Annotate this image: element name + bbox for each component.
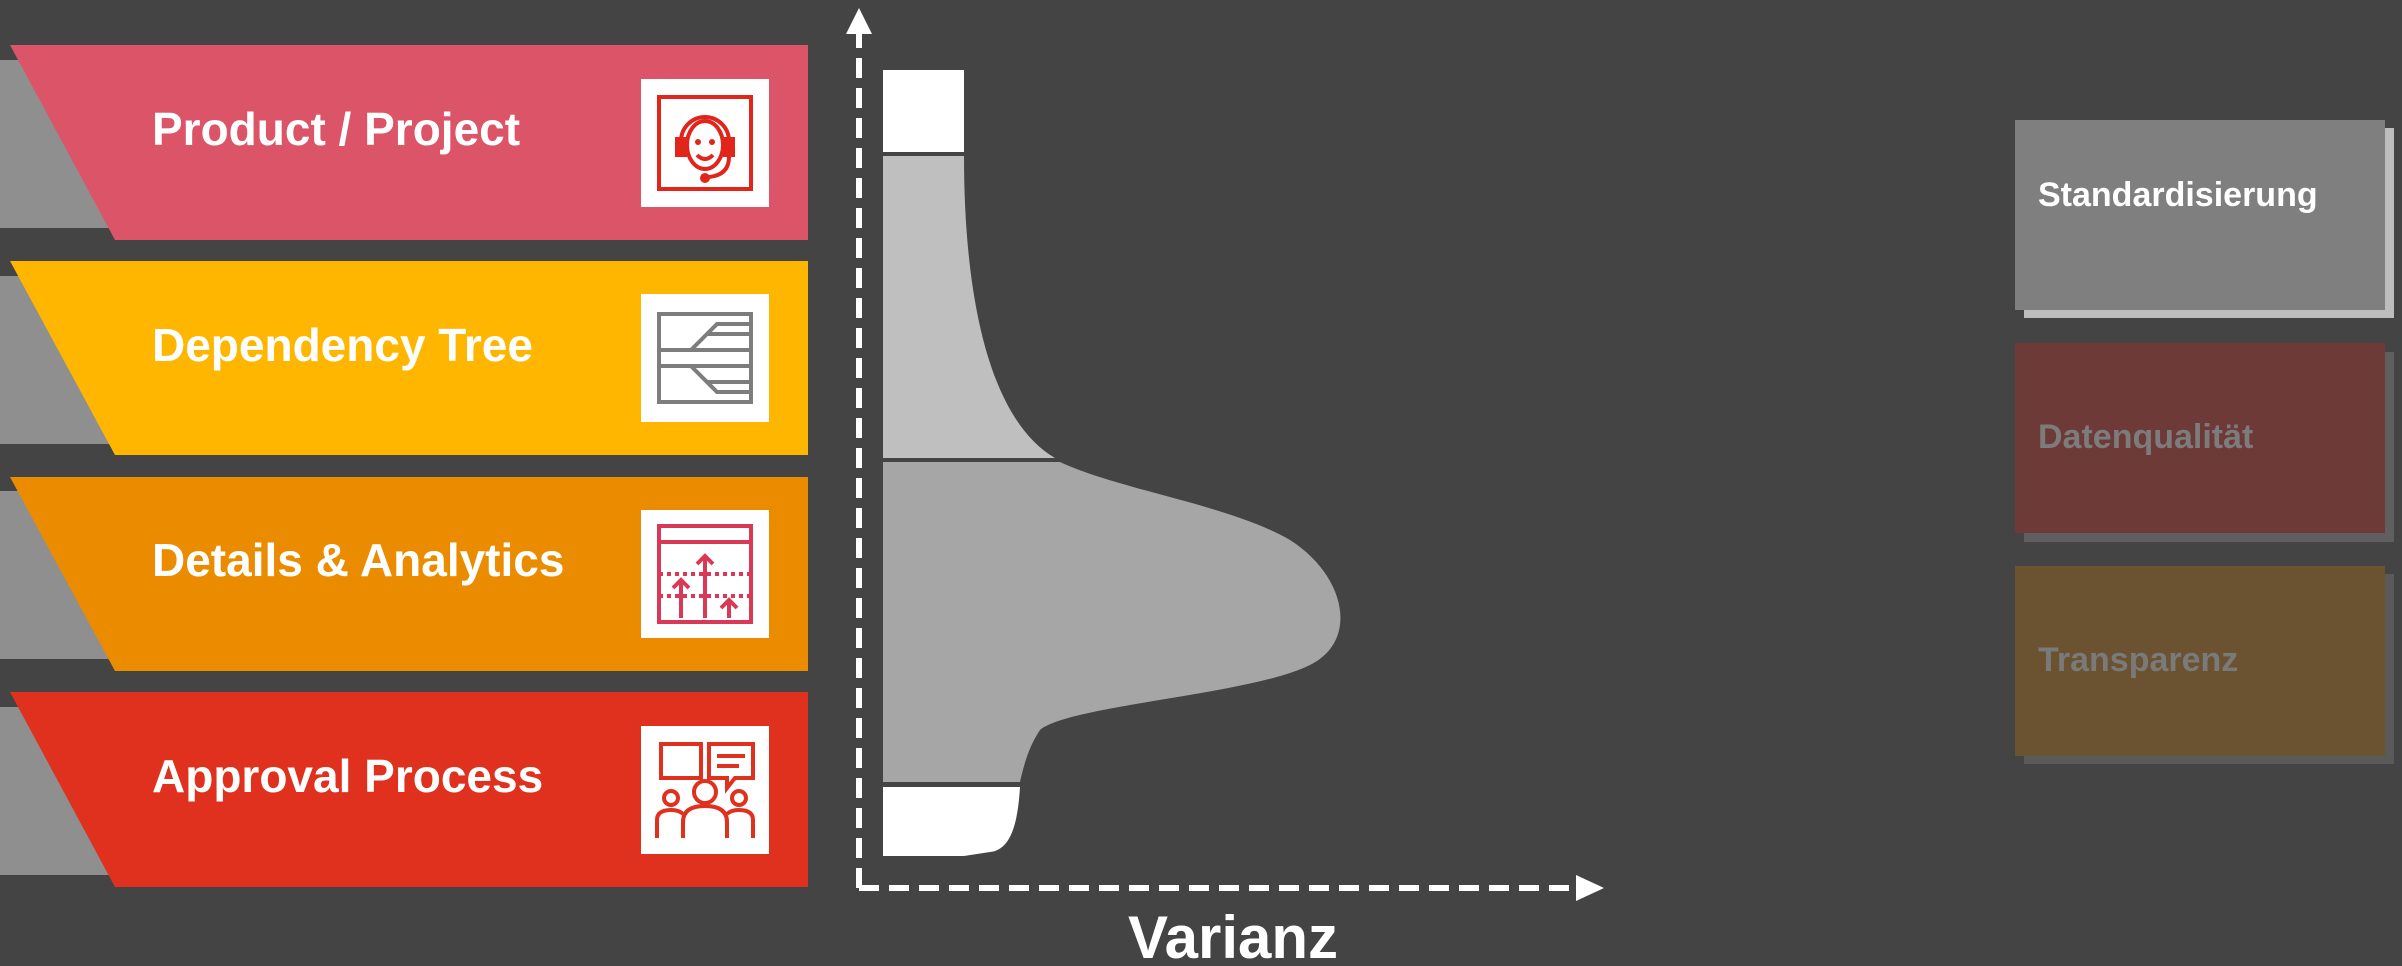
band-dependency-tree-label: Dependency Tree (152, 319, 533, 371)
card-standardisierung: Standardisierung (2015, 120, 2394, 318)
band-product-project-label: Product / Project (152, 103, 520, 155)
y-axis-arrow (846, 8, 872, 34)
band-dependency-tree-shape (10, 261, 808, 455)
distribution-top-block (883, 70, 964, 152)
card-standardisierung-label: Standardisierung (2038, 176, 2318, 214)
distribution-upper-section (883, 156, 1055, 458)
card-datenqualitaet-box (2015, 343, 2385, 533)
analytics-chart-icon (641, 510, 769, 638)
band-details-analytics-shape (10, 477, 808, 671)
axes (846, 8, 1604, 901)
card-datenqualitaet: Datenqualität (2015, 343, 2394, 542)
card-transparenz-label: Transparenz (2038, 641, 2238, 679)
card-transparenz: Transparenz (2015, 566, 2394, 764)
band-approval-process: Approval Process (0, 692, 808, 887)
distribution-main-section (883, 462, 1341, 782)
band-details-analytics-label: Details & Analytics (152, 534, 564, 586)
band-dependency-tree: Dependency Tree (0, 261, 808, 455)
card-transparenz-box (2015, 566, 2385, 756)
card-datenqualitaet-label: Datenqualität (2038, 418, 2253, 456)
distribution-bottom-block (883, 787, 1020, 856)
band-approval-process-shape (10, 692, 808, 887)
support-agent-icon (641, 79, 769, 207)
dependency-tree-icon (641, 294, 769, 422)
x-axis-arrow (1576, 875, 1604, 901)
band-approval-process-label: Approval Process (152, 750, 543, 802)
band-product-project: Product / Project (0, 45, 808, 240)
band-product-project-shape (10, 45, 808, 240)
card-standardisierung-box (2015, 120, 2385, 310)
x-axis-label: Varianz (1128, 904, 1338, 966)
band-details-analytics: Details & Analytics (0, 477, 808, 671)
variance-distribution (883, 70, 1341, 856)
meeting-discussion-icon (641, 726, 769, 854)
